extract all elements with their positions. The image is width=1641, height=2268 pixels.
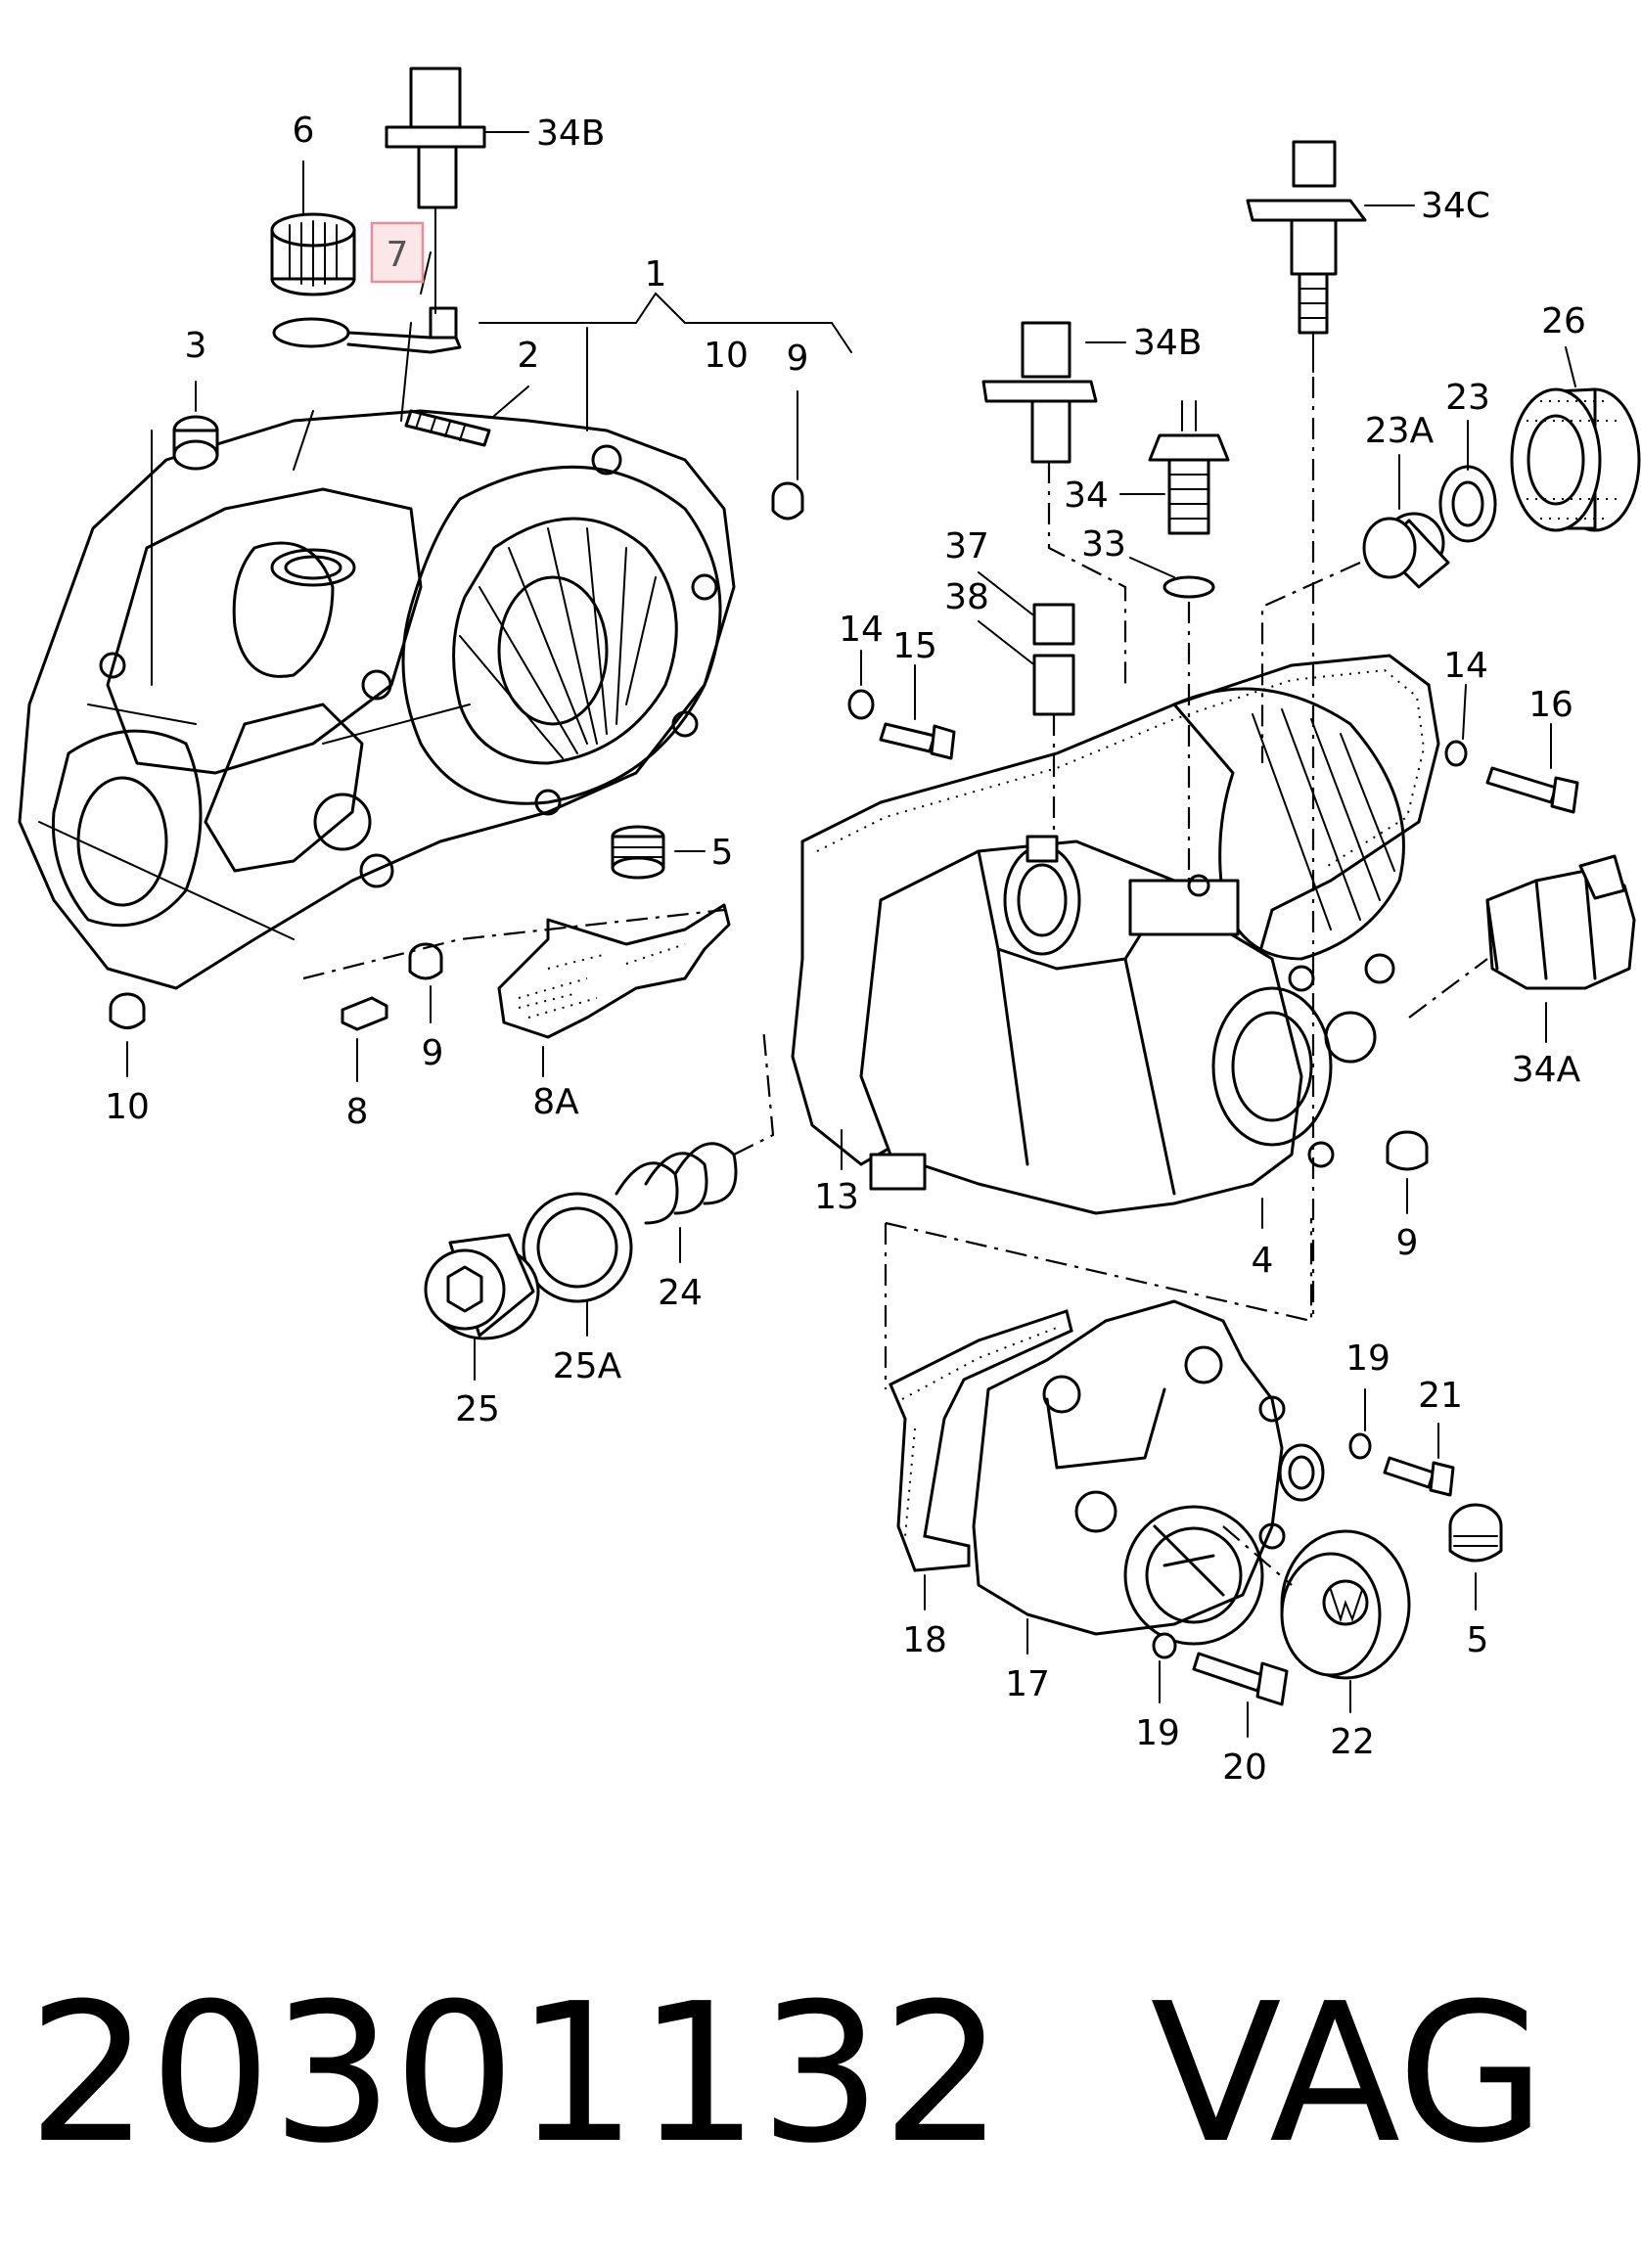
part-number-footer: 20301132 VAG bbox=[27, 1947, 1613, 2201]
part-8-key-drawing bbox=[341, 996, 388, 1031]
rear-cover-drawing bbox=[889, 1299, 1325, 1646]
callout-9-right[interactable]: 9 bbox=[1396, 1223, 1419, 1263]
part-34b-sensor-mid-drawing bbox=[981, 321, 1127, 685]
part-2-stud-drawing bbox=[404, 409, 491, 447]
callout-19-top[interactable]: 19 bbox=[1345, 1338, 1390, 1379]
callout-9-top[interactable]: 9 bbox=[787, 339, 809, 379]
callout-37[interactable]: 37 bbox=[944, 526, 989, 567]
callout-38[interactable]: 38 bbox=[944, 577, 989, 617]
callout-18[interactable]: 18 bbox=[902, 1620, 947, 1660]
callout-15[interactable]: 15 bbox=[892, 626, 937, 666]
part-5-plug-mid-drawing bbox=[611, 825, 665, 880]
callout-5-mid[interactable]: 5 bbox=[711, 833, 734, 873]
part-21-bolt-drawing bbox=[1348, 1432, 1455, 1497]
callout-4[interactable]: 4 bbox=[1252, 1241, 1274, 1281]
callout-8a[interactable]: 8A bbox=[532, 1082, 579, 1122]
callout-24[interactable]: 24 bbox=[658, 1273, 703, 1313]
part-10-bushing-bottom-drawing bbox=[109, 992, 146, 1029]
leader-lines bbox=[126, 131, 1576, 1738]
part-23-bearing-drawing bbox=[1438, 465, 1497, 543]
part-23a-sleeve-drawing bbox=[1260, 512, 1450, 763]
part-3-plug-drawing bbox=[151, 415, 219, 686]
callout-34b-mid[interactable]: 34B bbox=[1133, 323, 1203, 363]
part-37-38-pin-drawing bbox=[1032, 603, 1075, 832]
callout-13[interactable]: 13 bbox=[814, 1177, 859, 1217]
callout-1[interactable]: 1 bbox=[645, 254, 667, 295]
part-34-switch-drawing bbox=[1148, 400, 1230, 881]
callout-8[interactable]: 8 bbox=[346, 1092, 369, 1132]
part-9-sleeve-left-drawing bbox=[408, 942, 443, 980]
callout-19-bottom[interactable]: 19 bbox=[1135, 1713, 1180, 1753]
callout-34a[interactable]: 34A bbox=[1512, 1050, 1581, 1090]
callout-20[interactable]: 20 bbox=[1222, 1747, 1267, 1788]
part-8a-plate-drawing bbox=[497, 903, 731, 1039]
callout-14-right[interactable]: 14 bbox=[1443, 646, 1488, 686]
callout-7[interactable]: 7 bbox=[387, 235, 409, 275]
part-20-bolt-drawing bbox=[1152, 1632, 1289, 1706]
part-6-cap-drawing bbox=[270, 212, 356, 296]
part-15-bolt-drawing bbox=[847, 689, 956, 760]
callout-22[interactable]: 22 bbox=[1330, 1722, 1375, 1762]
part-16-bolt-drawing bbox=[1444, 740, 1579, 814]
part-34a-sensor-drawing bbox=[1485, 854, 1636, 990]
part-34b-sensor-top-drawing bbox=[385, 67, 486, 314]
centerline-34a bbox=[1408, 958, 1488, 1019]
callout-26[interactable]: 26 bbox=[1541, 301, 1586, 341]
callout-34[interactable]: 34 bbox=[1064, 476, 1109, 516]
callout-21[interactable]: 21 bbox=[1418, 1376, 1463, 1416]
centerline-left bbox=[302, 908, 725, 980]
clutch-housing-drawing bbox=[18, 322, 736, 990]
part-34c-speed-sensor-drawing bbox=[1246, 140, 1367, 1321]
callout-2[interactable]: 2 bbox=[518, 336, 540, 376]
callout-34c[interactable]: 34C bbox=[1421, 186, 1490, 226]
callout-3[interactable]: 3 bbox=[185, 326, 207, 366]
part-26-seal-drawing bbox=[1510, 387, 1641, 532]
part-25-plug-drawing bbox=[424, 1233, 540, 1340]
callout-10-top[interactable]: 10 bbox=[704, 336, 749, 376]
part-24-spring-drawing bbox=[615, 1026, 775, 1225]
centerline-22 bbox=[1222, 1525, 1293, 1586]
callout-6[interactable]: 6 bbox=[293, 111, 315, 151]
callout-10-bottom[interactable]: 10 bbox=[105, 1087, 150, 1127]
callout-17[interactable]: 17 bbox=[1005, 1664, 1050, 1704]
main-housing-drawing bbox=[791, 654, 1440, 1215]
part-5-plug-bottom-drawing bbox=[1448, 1503, 1503, 1563]
callout-14-left[interactable]: 14 bbox=[839, 610, 884, 650]
part-22-cap-drawing bbox=[1280, 1529, 1411, 1680]
callout-33[interactable]: 33 bbox=[1081, 524, 1126, 565]
callout-25[interactable]: 25 bbox=[455, 1389, 500, 1429]
part-7-bracket-drawing bbox=[272, 306, 462, 354]
part-9-sleeve-top-drawing bbox=[771, 481, 804, 521]
callout-23[interactable]: 23 bbox=[1445, 378, 1490, 418]
callout-9-left[interactable]: 9 bbox=[422, 1033, 444, 1073]
callout-5-bottom[interactable]: 5 bbox=[1467, 1620, 1489, 1660]
callout-16[interactable]: 16 bbox=[1528, 685, 1573, 725]
centerline-cover-upper bbox=[885, 1218, 1313, 1323]
brand-name: VAG bbox=[1150, 1963, 1546, 2186]
part-9-sleeve-right-drawing bbox=[1386, 1130, 1429, 1171]
part-7-highlight-box[interactable] bbox=[370, 221, 425, 284]
callout-34b-top[interactable]: 34B bbox=[536, 113, 606, 154]
callout-23a[interactable]: 23A bbox=[1365, 411, 1435, 451]
callout-25a[interactable]: 25A bbox=[553, 1346, 622, 1386]
part-number: 20301132 bbox=[27, 1963, 1004, 2186]
callout-labels: 6 34B 7 1 3 2 10 9 34C 34B 26 23 23A 34 … bbox=[105, 111, 1586, 1788]
